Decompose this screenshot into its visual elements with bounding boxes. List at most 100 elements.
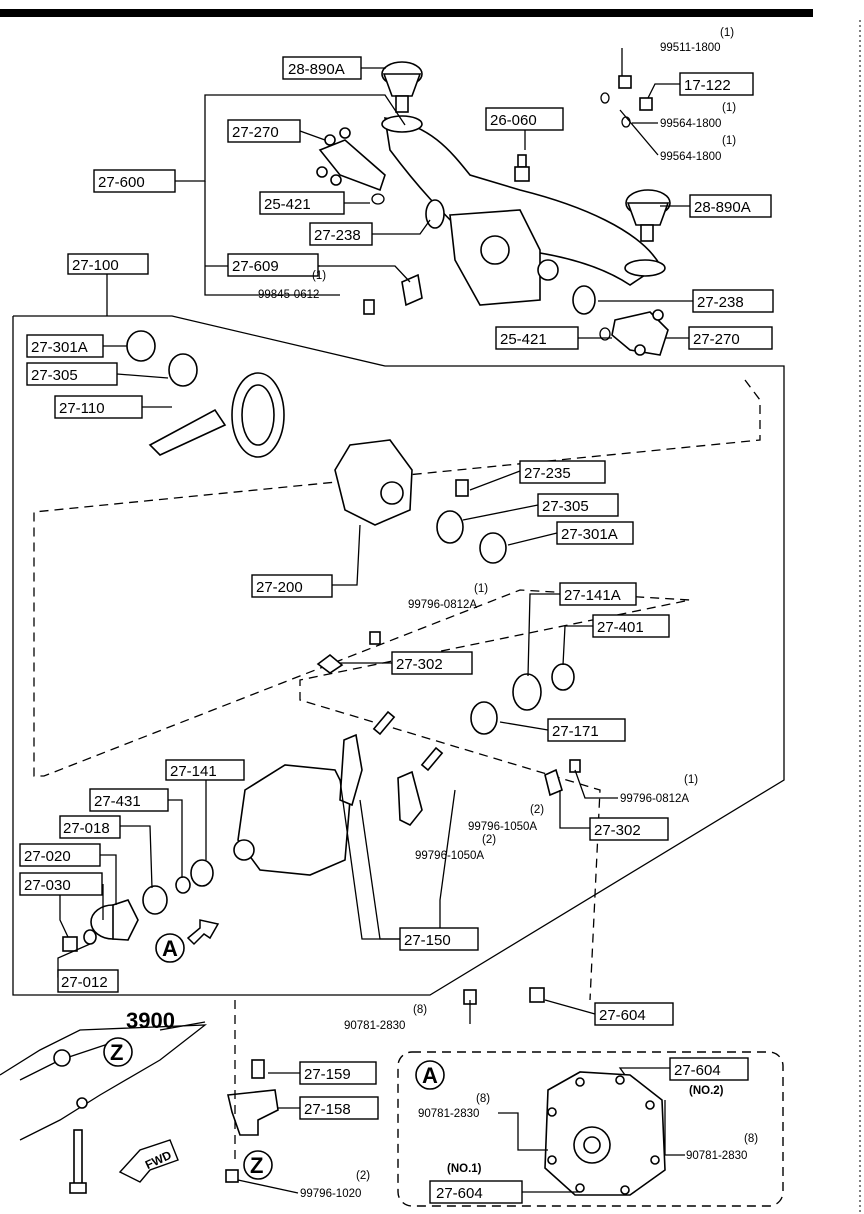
seal-right: [572, 285, 596, 315]
callout-27-305-left: 27-305: [31, 367, 78, 384]
callout-27-431: 27-431: [94, 793, 141, 810]
bearing-cone-left: [168, 353, 198, 387]
callout-27-238-top: 27-238: [314, 227, 361, 244]
view-a-letter-main: A: [162, 936, 178, 961]
rear-cover: [544, 1071, 666, 1196]
ring-pinion-gear: [148, 372, 285, 458]
callout-28-890a-top: 28-890A: [288, 61, 345, 78]
leader-lines: [57, 48, 693, 1194]
cap-bolt-top: [369, 631, 381, 645]
callout-27-302-bottom: 27-302: [594, 822, 641, 839]
crossmember: [381, 115, 666, 306]
mount-bushing-right: [625, 189, 671, 242]
pn-99845-0612: 99845-0612: [258, 289, 319, 301]
section-ref-3900: 3900: [126, 1008, 175, 1033]
detail-a-frame: [397, 1051, 784, 1207]
breather-plug: [514, 154, 530, 182]
circlip-left: [371, 193, 385, 205]
oil-seal: [551, 663, 575, 691]
callout-27-302-top: 27-302: [396, 656, 443, 673]
qty-99845: (1): [312, 270, 326, 282]
callout-26-060: 26-060: [490, 112, 537, 129]
oil-seal-front: [142, 885, 168, 915]
view-z-marker-bottom: [243, 1150, 273, 1180]
companion-flange-front: [90, 899, 139, 941]
callout-27-159: 27-159: [304, 1066, 351, 1083]
flange-bolt: [529, 987, 545, 1003]
view-a-marker: [155, 933, 185, 963]
callout-27-018: 27-018: [63, 820, 110, 837]
lock-nut: [62, 936, 78, 952]
header-bar: [0, 9, 813, 17]
callout-27-305-right: 27-305: [542, 498, 589, 515]
callout-27-604-mid: 27-604: [599, 1007, 646, 1024]
companion-flange-left: [316, 127, 386, 192]
qty-99564-a: (1): [722, 102, 736, 114]
callout-27-012: 27-012: [61, 974, 108, 991]
no1-label: (NO.1): [447, 1163, 482, 1175]
view-z-marker-top: [103, 1037, 133, 1067]
bearing-cone-right: [436, 510, 464, 544]
washer: [83, 929, 97, 945]
callout-27-401: 27-401: [597, 619, 644, 636]
qty-99796-0812a-right: (1): [684, 774, 698, 786]
bracket: [401, 273, 423, 307]
pn-99796-1050a-b: 99796-1050A: [415, 850, 484, 862]
callout-28-890a-right: 28-890A: [694, 199, 751, 216]
callout-27-604-detail-top: 27-604: [674, 1062, 721, 1079]
differential-case: [334, 439, 413, 526]
qty-99796-0812a-top: (1): [474, 583, 488, 595]
pn-90781-detail-right: 90781-2830: [686, 1150, 747, 1162]
callout-27-609: 27-609: [232, 258, 279, 275]
qty-99796-1050a-b: (2): [482, 834, 496, 846]
carrier-housing: [233, 764, 351, 876]
callout-27-235: 27-235: [524, 465, 571, 482]
callout-25-421-mid: 25-421: [500, 331, 547, 348]
qty-99511: (1): [720, 27, 734, 39]
callout-17-122: 17-122: [684, 77, 731, 94]
fwd-arrow: [118, 1139, 179, 1183]
differential-group-outline: [12, 315, 785, 996]
callout-27-100: 27-100: [72, 257, 119, 274]
pinion-bearing: [512, 673, 542, 711]
callout-27-020: 27-020: [24, 848, 71, 865]
long-bolt-b: [420, 746, 444, 772]
collapsible-spacer: [175, 876, 191, 894]
spacer: [470, 701, 498, 735]
inner-dashed-region: [33, 379, 761, 1001]
pn-90781-main: 90781-2830: [344, 1020, 405, 1032]
pn-99796-0812a-top: 99796-0812A: [408, 599, 477, 611]
callout-27-270-right: 27-270: [693, 331, 740, 348]
callout-27-301a-right: 27-301A: [561, 526, 618, 543]
companion-flange-right: [611, 309, 669, 356]
cap-left: [339, 733, 363, 807]
view-z-letter-bottom: Z: [250, 1153, 263, 1178]
detail-a-marker: [415, 1060, 445, 1090]
callout-27-238-right: 27-238: [697, 294, 744, 311]
pinion-bearing-front: [190, 859, 214, 887]
ring-gear-bolt: [455, 479, 469, 497]
pn-99796-0812a-right: 99796-0812A: [620, 793, 689, 805]
plate-302: [544, 768, 563, 797]
callout-27-141a: 27-141A: [564, 587, 621, 604]
bearing-cup-left: [126, 330, 156, 362]
pn-99564-b: 99564-1800: [660, 151, 721, 163]
qty-90781-main: (8): [413, 1004, 427, 1016]
view-z-letter-top: Z: [110, 1040, 123, 1065]
callout-27-110: 27-110: [59, 400, 105, 417]
qty-90781-detail-left: (8): [476, 1093, 490, 1105]
bearing-cap-top: [316, 653, 344, 674]
pn-99564-a: 99564-1800: [660, 118, 721, 130]
callout-27-150: 27-150: [404, 932, 451, 949]
callout-27-171: 27-171: [552, 723, 599, 740]
qty-90781-detail-right: (8): [744, 1133, 758, 1145]
callout-boxes: [19, 56, 774, 1204]
pn-99511-1800: 99511-1800: [660, 42, 721, 54]
long-bolt-a: [372, 710, 396, 736]
callout-27-030: 27-030: [24, 877, 71, 894]
view-a-letter-detail: A: [422, 1063, 438, 1088]
callout-25-421-top: 25-421: [264, 196, 311, 213]
plate-bolt: [569, 759, 581, 773]
pn-99796-1050a-a: 99796-1050A: [468, 821, 537, 833]
